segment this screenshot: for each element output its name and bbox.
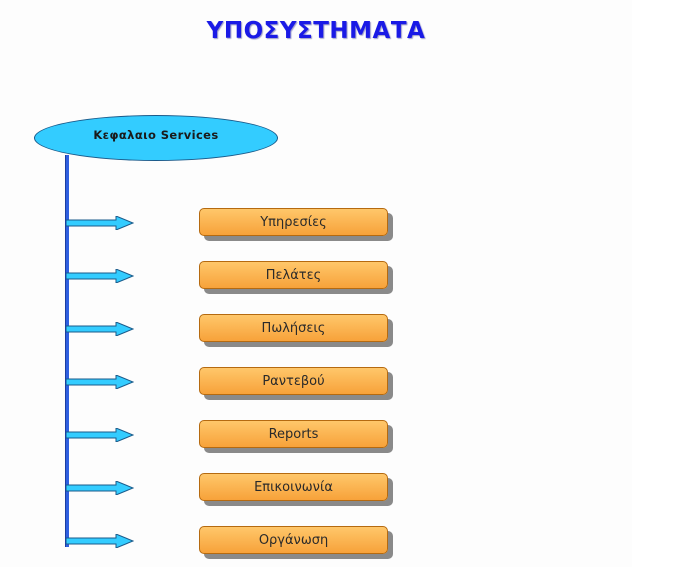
root-ellipse-shape: [34, 115, 278, 161]
subsystem-box: Υπηρεσίες: [199, 208, 388, 236]
subsystem-box: Reports: [199, 420, 388, 448]
branch-subsystem-1: Υπηρεσίες: [0, 208, 632, 238]
root-node-label: Κεφαλαιο Services: [93, 128, 219, 142]
branch-subsystem-2: Πελάτες: [0, 261, 632, 291]
branch-subsystem-6: Επικοινωνία: [0, 473, 632, 503]
root-node: Κεφαλαιο Services: [34, 115, 278, 161]
trunk-connector-line: [65, 155, 69, 547]
subsystem-box: Ραντεβού: [199, 367, 388, 395]
subsystem-box: Οργάνωση: [199, 526, 388, 554]
page-title: ΥΠΟΣΥΣΤΗΜΑΤΑ: [206, 18, 426, 44]
arrow-right-icon: [66, 216, 134, 230]
branch-subsystem-7: Οργάνωση: [0, 526, 632, 556]
branch-subsystem-3: Πωλήσεις: [0, 314, 632, 344]
arrow-right-icon: [66, 322, 134, 336]
arrow-right-icon: [66, 375, 134, 389]
subsystem-box: Πελάτες: [199, 261, 388, 289]
arrow-right-icon: [66, 481, 134, 495]
arrow-right-icon: [66, 269, 134, 283]
subsystem-box: Επικοινωνία: [199, 473, 388, 501]
arrow-right-icon: [66, 534, 134, 548]
branch-subsystem-4: Ραντεβού: [0, 367, 632, 397]
subsystem-box: Πωλήσεις: [199, 314, 388, 342]
arrow-right-icon: [66, 428, 134, 442]
branch-subsystem-5: Reports: [0, 420, 632, 450]
